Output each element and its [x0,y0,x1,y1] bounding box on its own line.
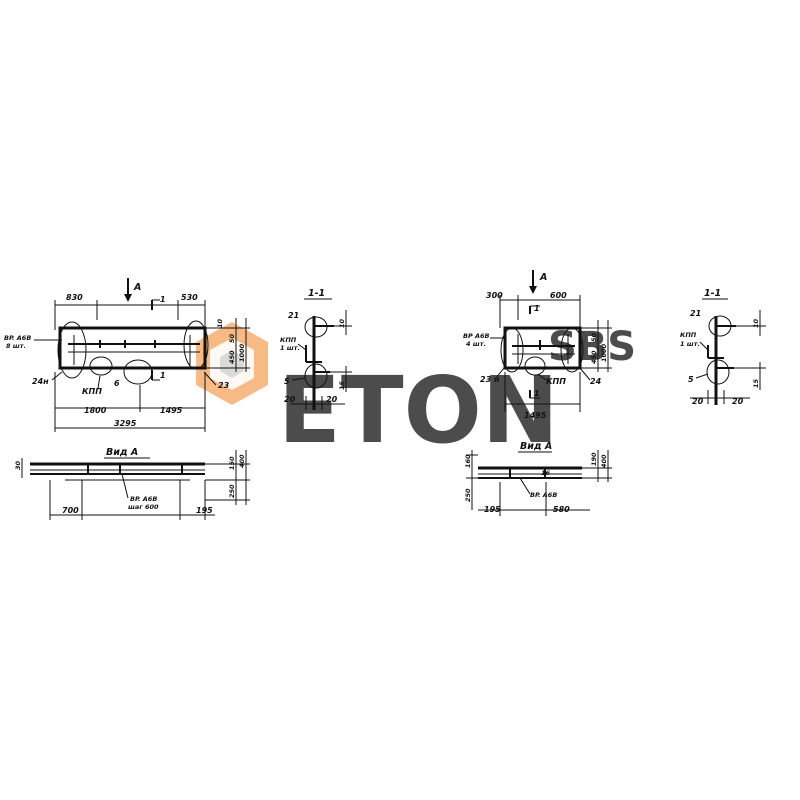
right-dim-right-total: 1000 [600,343,608,362]
view-a-dim-195: 195 [196,506,213,515]
right-callout-right [560,327,584,373]
dim-top-right: 530 [181,293,198,302]
watermark: ETON SBS [196,322,636,464]
mark-6: 6 [114,379,120,388]
right-view-a: Вид А 16 160 250 190 400 195 580 BP. A6B [464,441,612,516]
right-view-a-title: Вид А [520,441,552,452]
section-title: 1-1 [308,288,325,299]
right-mark-24: 24 [590,377,602,386]
dim-right-a: 10 [216,318,224,328]
section-mark-5: 5 [284,377,290,386]
right-view-a-dim-190: 190 [590,452,598,466]
right-dim-top-right: 600 [550,291,567,300]
right-rebar-note-2: 4 шт. [466,340,486,348]
right-dim-top-left: 300 [486,291,503,300]
mark-kpp: КПП [82,387,102,396]
right-dim-bottom: 1495 [524,411,547,420]
right-dim-right-b: 450 [590,350,598,364]
view-a-dim-150: 150 [228,456,236,470]
callout-left [57,321,87,379]
dim-right-total: 1000 [238,343,246,362]
dim-top-left: 830 [66,293,83,302]
slab-outline [58,326,207,370]
view-a-dim-250: 250 [228,484,236,498]
right-mark-kpp: КПП [546,377,566,386]
section-dim-10: 10 [338,318,346,328]
right-rebar-note-1: BP A6B [463,332,490,340]
right-section-dim-20a: 20 [692,397,704,406]
mark-23: 23 [218,381,230,390]
view-arrow-label-right: A [539,272,547,283]
right-section: 1-1 21 КПП 1 шт. 5 10 15 20 20 [680,288,766,406]
section-dim-20b: 20 [326,395,338,404]
view-a-title: Вид А [106,447,138,458]
rebar-note-1: BP. A6B [4,334,31,342]
section-callout-21 [304,316,328,338]
right-section-mark-top: 1 [534,304,540,313]
right-section-dim-15: 15 [752,378,760,388]
left-section: 1-1 21 КПП 1 шт. 5 10 15 20 20 [280,288,352,410]
dim-right-c: 50 [228,333,236,343]
callout-kpp [89,356,113,376]
right-section-mark-bottom: 1 [534,389,540,398]
right-section-title: 1-1 [704,288,721,299]
section-mark-label-bottom: 1 [160,371,166,380]
right-callout-left [500,327,524,373]
rebar-note-2: 8 шт. [6,342,26,350]
mark-24: 24н [32,377,49,386]
section-callout-5 [304,363,328,389]
right-view-a-dim-195: 195 [484,505,501,514]
watermark-brand: ETON [278,357,559,464]
view-a-dim-700: 700 [62,506,79,515]
view-a-dim-400: 400 [238,454,246,468]
right-section-dim-10: 10 [752,318,760,328]
right-slab-outline [503,326,582,370]
view-a-note-1: BP. A6B [130,495,157,503]
right-section-kpp-1: КПП [680,331,697,339]
right-section-mark-21: 21 [690,309,701,318]
dim-right-b: 450 [228,350,236,364]
callout-6 [123,359,153,385]
dim-bottom-a: 1800 [84,406,107,415]
view-arrow-label: A [133,282,141,293]
right-view-a-dim-400: 400 [600,454,608,468]
section-dim-15: 15 [338,380,346,390]
right-section-callout-5 [706,359,730,385]
dim-bottom-b: 1495 [160,406,183,415]
right-section-callout-21 [708,315,732,337]
section-kpp-2: 1 шт. [280,344,300,352]
left-view-a: Вид А 30 150 400 250 700 195 BP. A6B шаг… [14,447,250,520]
hexagon-logo-icon [196,322,268,405]
right-view-a-dim-580: 580 [553,505,570,514]
section-mark-label-top: 1 [160,295,166,304]
right-plan: A 1 300 600 50 450 1000 BP A6B 4 шт. 23 [463,270,612,420]
right-callout-kpp [524,356,546,376]
view-a-note-2: шаг 600 [128,503,159,511]
arrow-down-icon [529,286,537,294]
right-section-dim-20b: 20 [732,397,744,406]
right-section-mark-5: 5 [688,375,694,384]
left-plan: A 1 830 530 10 450 50 10 [4,278,250,432]
right-view-a-dim-160: 160 [464,454,472,468]
right-view-a-dim-250: 250 [464,488,472,502]
right-section-kpp-2: 1 шт. [680,340,700,348]
right-view-a-note: BP. A6B [530,491,557,499]
right-mark-23: 23 н [480,375,500,384]
right-view-a-mark-16: 16 [541,469,551,477]
right-dim-right-a: 50 [590,332,598,342]
view-a-left-mark: 30 [14,460,22,470]
dim-bottom-total: 3295 [114,419,137,428]
section-kpp-1: КПП [280,336,297,344]
section-mark-21: 21 [288,311,299,320]
callout-right [183,320,209,370]
arrow-down-icon [124,294,132,302]
section-dim-20a: 20 [284,395,296,404]
